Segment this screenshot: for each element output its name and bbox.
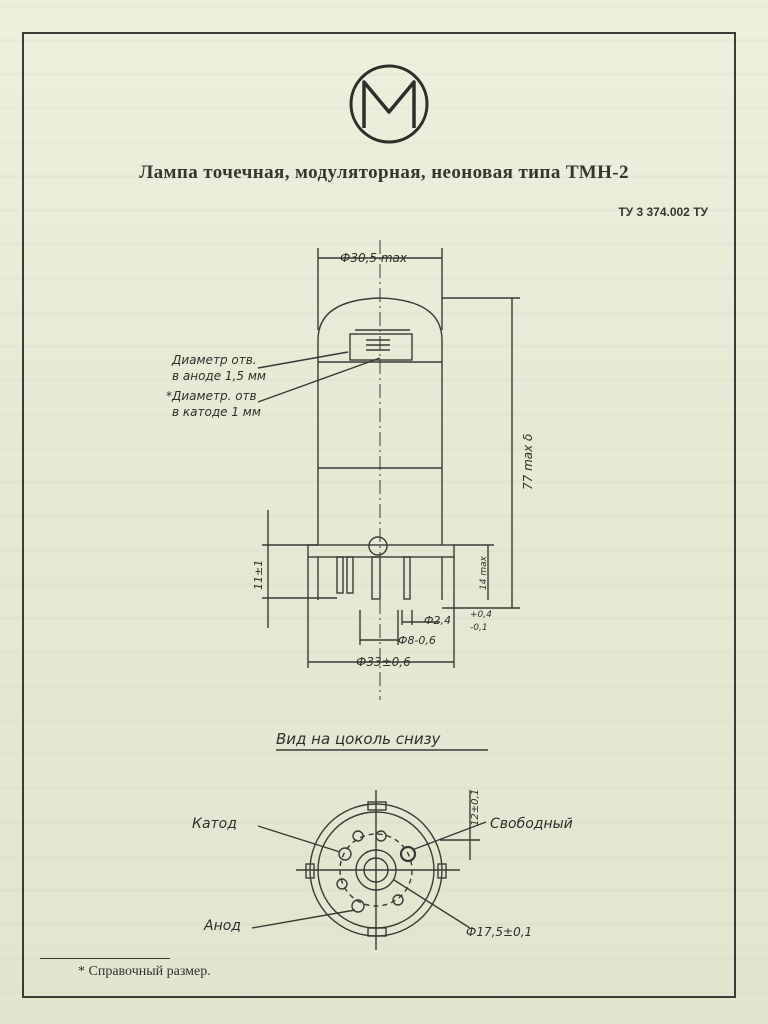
footnote-rule	[40, 958, 170, 959]
dim-spacing: 12±0,1	[470, 789, 481, 826]
dim-base-height: 14 max	[479, 555, 489, 590]
dim-base-diameter: Ф33±0,6	[356, 655, 411, 669]
dim-circle: Ф17,5±0,1	[466, 925, 532, 939]
note-cathode-hole-line2: в катоде 1 мм	[172, 405, 261, 419]
footnote: * Справочный размер.	[78, 964, 211, 979]
note-anode-hole-line1: Диаметр отв.	[171, 353, 257, 367]
dim-pin-tolerance-lower: -0,1	[470, 623, 488, 633]
bottom-view-title: Вид на цоколь снизу	[276, 730, 442, 748]
note-cathode-hole-line1: *Диаметр. отв	[166, 389, 257, 403]
drawing-frame	[22, 32, 736, 998]
note-anode-hole-line2: в аноде 1,5 мм	[172, 369, 266, 383]
dim-pin-tolerance-upper: +0,4	[470, 610, 492, 620]
label-anode: Анод	[203, 918, 241, 934]
dim-height: 77 max δ	[521, 434, 535, 490]
dim-top-diameter: Ф30,5 max	[340, 251, 408, 265]
dim-pin-length: 11±1	[252, 560, 265, 590]
label-cathode: Катод	[192, 816, 237, 832]
label-free: Свободный	[490, 816, 573, 832]
dim-pin-diameter: Ф2,4	[424, 614, 451, 627]
dim-key-diameter: Ф8-0,6	[398, 634, 436, 647]
spec-code: ТУ 3 374.002 ТУ	[618, 205, 708, 219]
document-title: Лампа точечная, модуляторная, неоновая т…	[139, 162, 629, 183]
